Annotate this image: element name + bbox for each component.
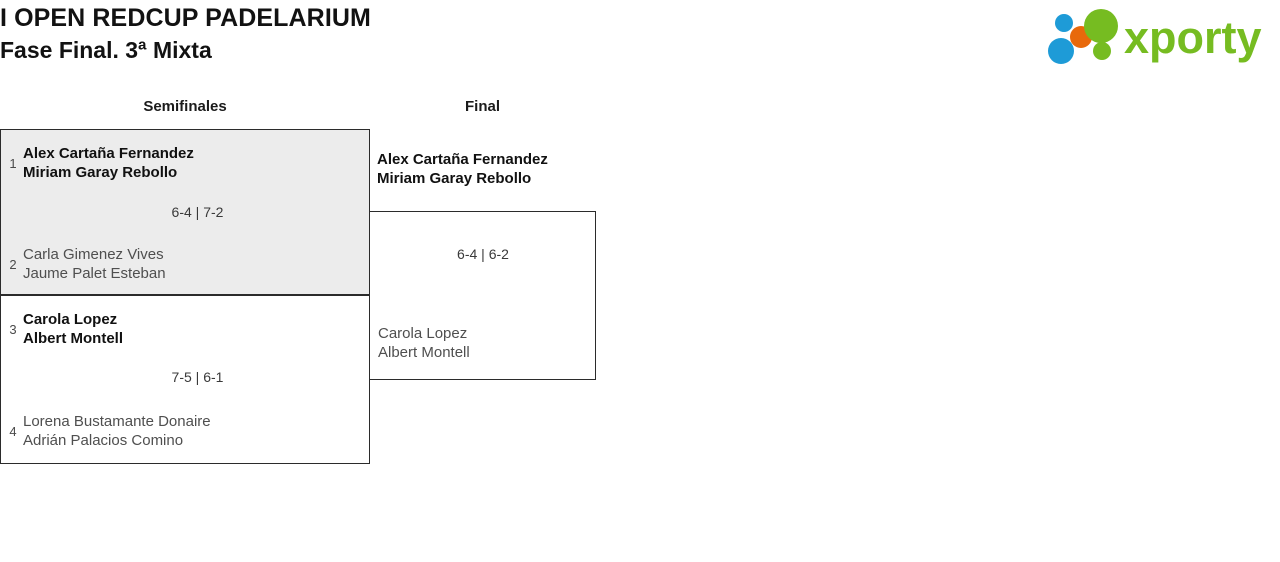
tournament-title-block: I OPEN REDCUP PADELARIUM Fase Final. 3ª … — [0, 2, 371, 66]
match-score: 6-4 | 6-2 — [457, 246, 509, 262]
player-name: Alex Cartaña Fernandez — [23, 145, 194, 162]
match-team-winner[interactable]: 3 Carola Lopez Albert Montell — [3, 305, 369, 353]
team-players: Alex Cartaña Fernandez Miriam Garay Rebo… — [23, 144, 194, 182]
player-name: Adrián Palacios Comino — [23, 432, 184, 449]
xporty-logo[interactable]: xporty — [1044, 6, 1274, 66]
tournament-phase: Fase Final. 3ª Mixta — [0, 37, 212, 63]
seed-number: 2 — [9, 256, 17, 272]
seed-number: 4 — [9, 423, 17, 439]
seed-number: 1 — [9, 155, 17, 171]
team-players: Alex Cartaña Fernandez Miriam Garay Rebo… — [377, 150, 548, 188]
round-label-final: Final — [464, 98, 500, 115]
match-team-loser[interactable]: 4 Lorena Bustamante Donaire Adrián Palac… — [3, 407, 369, 455]
logo-dot-blue-large — [1048, 38, 1074, 64]
match-semifinal-2[interactable]: 3 Carola Lopez Albert Montell 7-5 | 6-1 … — [0, 295, 370, 464]
match-semifinal-1[interactable]: 1 Alex Cartaña Fernandez Miriam Garay Re… — [0, 129, 370, 295]
player-name: Lorena Bustamante Donaire — [23, 413, 211, 430]
match-final-winner[interactable]: Alex Cartaña Fernandez Miriam Garay Rebo… — [377, 150, 548, 188]
logo-dot-green-large — [1084, 9, 1118, 43]
player-name: Carla Gimenez Vives — [23, 246, 164, 263]
match-score: 7-5 | 6-1 — [171, 369, 224, 385]
player-name: Albert Montell — [378, 344, 470, 361]
match-final[interactable]: 6-4 | 6-2 Carola Lopez Albert Montell — [369, 211, 596, 380]
player-name: Miriam Garay Rebollo — [23, 164, 178, 181]
player-name: Carola Lopez — [378, 325, 468, 342]
team-players: Lorena Bustamante Donaire Adrián Palacio… — [23, 412, 211, 450]
match-team-loser[interactable]: Carola Lopez Albert Montell — [378, 319, 588, 367]
player-name: Miriam Garay Rebollo — [377, 170, 532, 187]
team-players: Carla Gimenez Vives Jaume Palet Esteban — [23, 245, 166, 283]
player-name: Albert Montell — [23, 330, 123, 347]
team-players: Carola Lopez Albert Montell — [378, 324, 470, 362]
team-players: Carola Lopez Albert Montell — [23, 310, 123, 348]
match-score: 6-4 | 7-2 — [171, 204, 224, 220]
logo-dot-blue-small — [1055, 14, 1073, 32]
seed-number: 3 — [9, 321, 17, 337]
tournament-name: I OPEN REDCUP PADELARIUM — [0, 4, 371, 32]
page-header: I OPEN REDCUP PADELARIUM Fase Final. 3ª … — [0, 0, 1280, 80]
round-label-semifinales: Semifinales — [143, 98, 227, 115]
match-team-winner[interactable]: 1 Alex Cartaña Fernandez Miriam Garay Re… — [3, 139, 369, 187]
logo-dot-green-small — [1093, 42, 1111, 60]
player-name: Alex Cartaña Fernandez — [377, 151, 548, 168]
match-team-loser[interactable]: 2 Carla Gimenez Vives Jaume Palet Esteba… — [3, 240, 369, 288]
logo-wordmark: xporty — [1124, 12, 1262, 63]
player-name: Carola Lopez — [23, 311, 118, 328]
player-name: Jaume Palet Esteban — [23, 265, 166, 282]
